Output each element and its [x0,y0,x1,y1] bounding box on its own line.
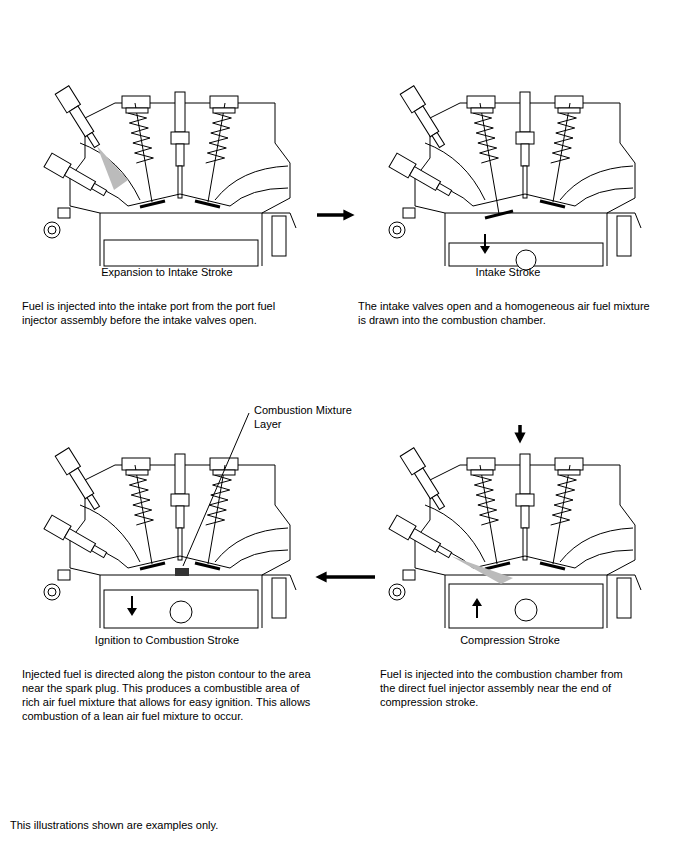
stage-panel: Expansion to Intake StrokeFuel is inject… [22,85,312,420]
stage-description: Fuel is injected into the intake port fr… [22,299,312,327]
stage-title: Ignition to Combustion Stroke [22,633,312,647]
engine-section [389,86,641,270]
stage-description: The intake valves open and a homogeneous… [358,299,658,327]
callout-text: Combustion Mixture Layer [254,404,352,430]
stage-panel: Compression StrokeFuel is injected into … [380,447,640,747]
stage-title: Compression Stroke [380,633,640,647]
stage-panel: Ignition to Combustion StrokeInjected fu… [22,447,312,747]
footnote: This illustrations shown are examples on… [10,818,430,832]
stage-title: Intake Stroke [358,265,658,279]
leader-line [183,413,249,566]
engine-section [44,448,296,628]
stage-panel: Intake StrokeThe intake valves open and … [358,85,658,420]
footnote-text: This illustrations shown are examples on… [10,819,218,831]
stage-title: Expansion to Intake Stroke [22,265,312,279]
callout-label: Combustion Mixture Layer [254,403,369,431]
flow-arrow [518,425,522,438]
stage-description: Injected fuel is directed along the pist… [22,667,312,723]
flow-arrow [321,575,375,579]
flow-arrow [317,213,349,217]
engine-section [44,86,296,266]
stage-description: Fuel is injected into the combustion cha… [380,667,640,709]
engine-section [389,448,641,628]
